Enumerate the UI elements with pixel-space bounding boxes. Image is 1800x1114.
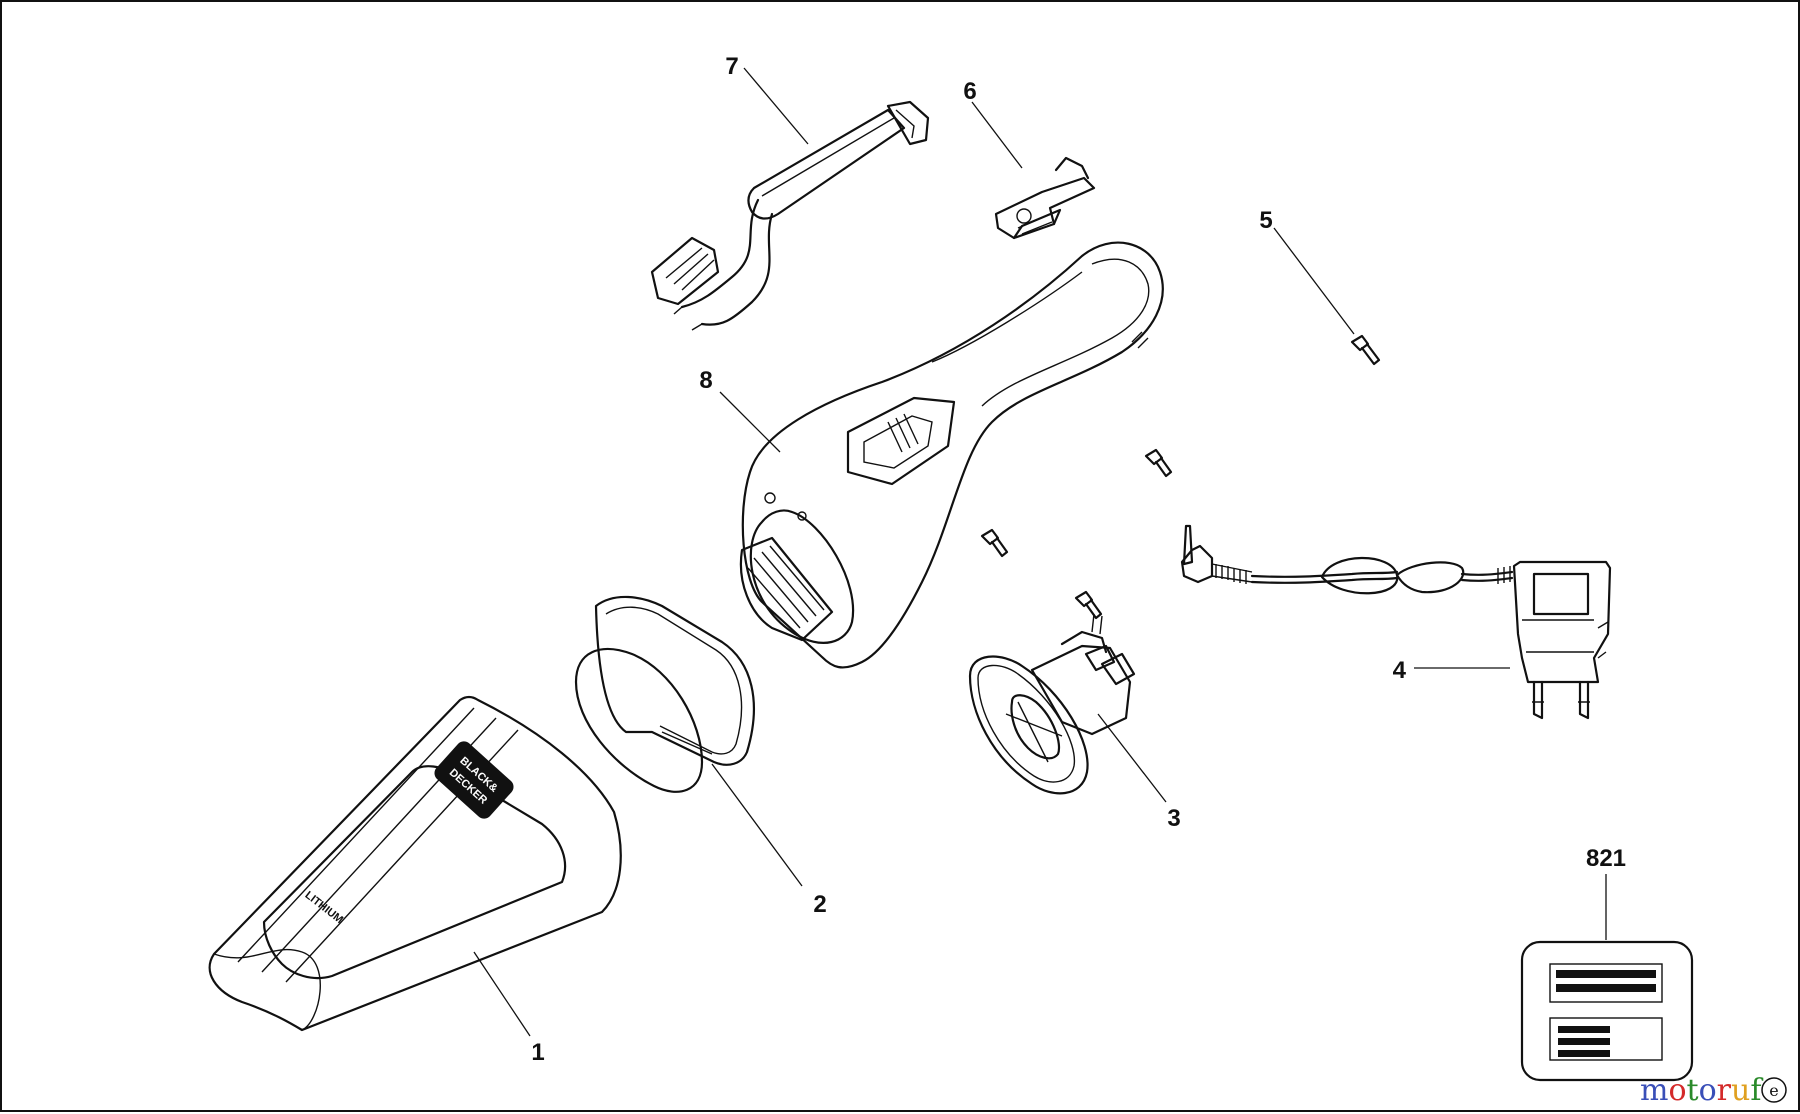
label-7: 7 — [725, 53, 738, 80]
wm-letter: u — [1731, 1073, 1750, 1108]
screw-5 — [1350, 334, 1381, 366]
part-7-battery-pack — [650, 100, 930, 331]
wm-letter: r — [1717, 1073, 1732, 1108]
label-6: 6 — [963, 78, 976, 105]
screw-c — [1074, 590, 1103, 620]
label-821: 821 — [1586, 845, 1626, 872]
part-1-dust-bowl: BLACK& DECKER LITHIUM — [208, 695, 622, 1032]
screw-a — [1144, 448, 1173, 478]
watermark-text: motoruf — [1640, 1073, 1763, 1108]
wm-letter: m — [1640, 1073, 1668, 1108]
label-5: 5 — [1259, 207, 1272, 234]
part-2-filter — [574, 595, 755, 793]
part-labels: 7 6 5 8 4 3 2 1 821 — [531, 53, 1626, 1066]
label-1: 1 — [531, 1039, 544, 1066]
brand-logo: BLACK& DECKER — [434, 741, 514, 819]
wm-letter: o — [1699, 1073, 1717, 1108]
label-4: 4 — [1393, 657, 1407, 684]
part-6-switch — [994, 156, 1096, 240]
part-4-charger — [1180, 524, 1612, 720]
part-3-motor-assembly — [968, 613, 1136, 795]
wm-letter: t — [1687, 1073, 1699, 1108]
part-8-main-housing — [739, 241, 1164, 669]
watermark-suffix: e — [1769, 1081, 1778, 1100]
label-8: 8 — [699, 367, 712, 394]
part-821-label-plate — [1520, 940, 1694, 1082]
watermark-circle — [1761, 1077, 1787, 1103]
wm-letter: o — [1668, 1073, 1686, 1108]
wm-letter: f — [1750, 1073, 1763, 1108]
leader-lines — [473, 67, 1607, 1037]
label-2: 2 — [813, 891, 826, 918]
label-3: 3 — [1167, 805, 1180, 832]
part-5-screws — [980, 334, 1381, 620]
screw-b — [980, 528, 1009, 558]
watermark-logo: motoruf e — [1640, 1073, 1787, 1108]
